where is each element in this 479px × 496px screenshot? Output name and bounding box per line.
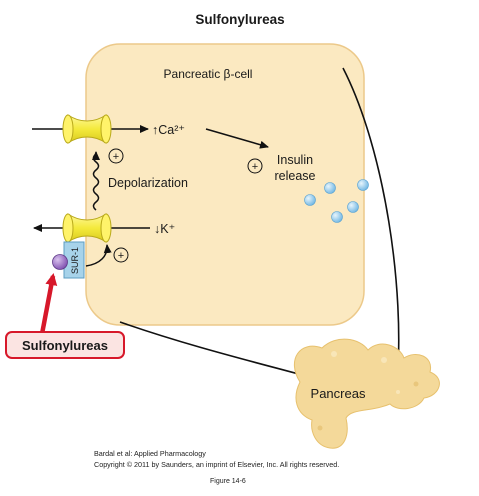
calcium-label: ↑Ca²⁺ — [152, 123, 185, 137]
calcium-to-insulin-arrow — [205, 128, 269, 149]
insulin-granules — [304, 179, 369, 223]
figure-label: Figure 14-6 — [210, 478, 246, 485]
svg-text:+: + — [252, 161, 258, 173]
drug-action-arrow — [39, 273, 58, 335]
pancreas-label: Pancreas — [311, 386, 366, 401]
drug-molecule — [52, 254, 68, 270]
drug-label-box — [5, 331, 125, 359]
credit-line-2: Copyright © 2011 by Saunders, an imprint… — [94, 460, 340, 469]
insulin-label-line2: release — [275, 169, 316, 183]
sur1-to-channel-arrow — [85, 244, 112, 267]
potassium-label: ↓K⁺ — [154, 222, 175, 236]
connector-top — [342, 67, 400, 384]
pancreas-organ — [294, 338, 440, 449]
beta-cell-label: Pancreatic β-cell — [164, 67, 253, 81]
credit-line-1: Bardal et al: Applied Pharmacology — [94, 449, 206, 458]
svg-text:+: + — [118, 250, 124, 262]
depolarization-label: Depolarization — [108, 176, 188, 190]
diagram-title: Sulfonylureas — [195, 12, 284, 27]
calcium-channel — [62, 114, 112, 144]
depolarization-arrow — [92, 151, 100, 211]
potassium-channel — [62, 213, 112, 243]
plus-depolarization: + — [108, 148, 124, 164]
sur1-label: SUR-1 — [70, 247, 80, 274]
drug-label: Sulfonylureas — [22, 338, 108, 353]
plus-receptor: + — [113, 247, 129, 263]
insulin-label-line1: Insulin — [277, 153, 313, 167]
plus-insulin: + — [247, 158, 263, 174]
svg-text:+: + — [113, 151, 119, 163]
